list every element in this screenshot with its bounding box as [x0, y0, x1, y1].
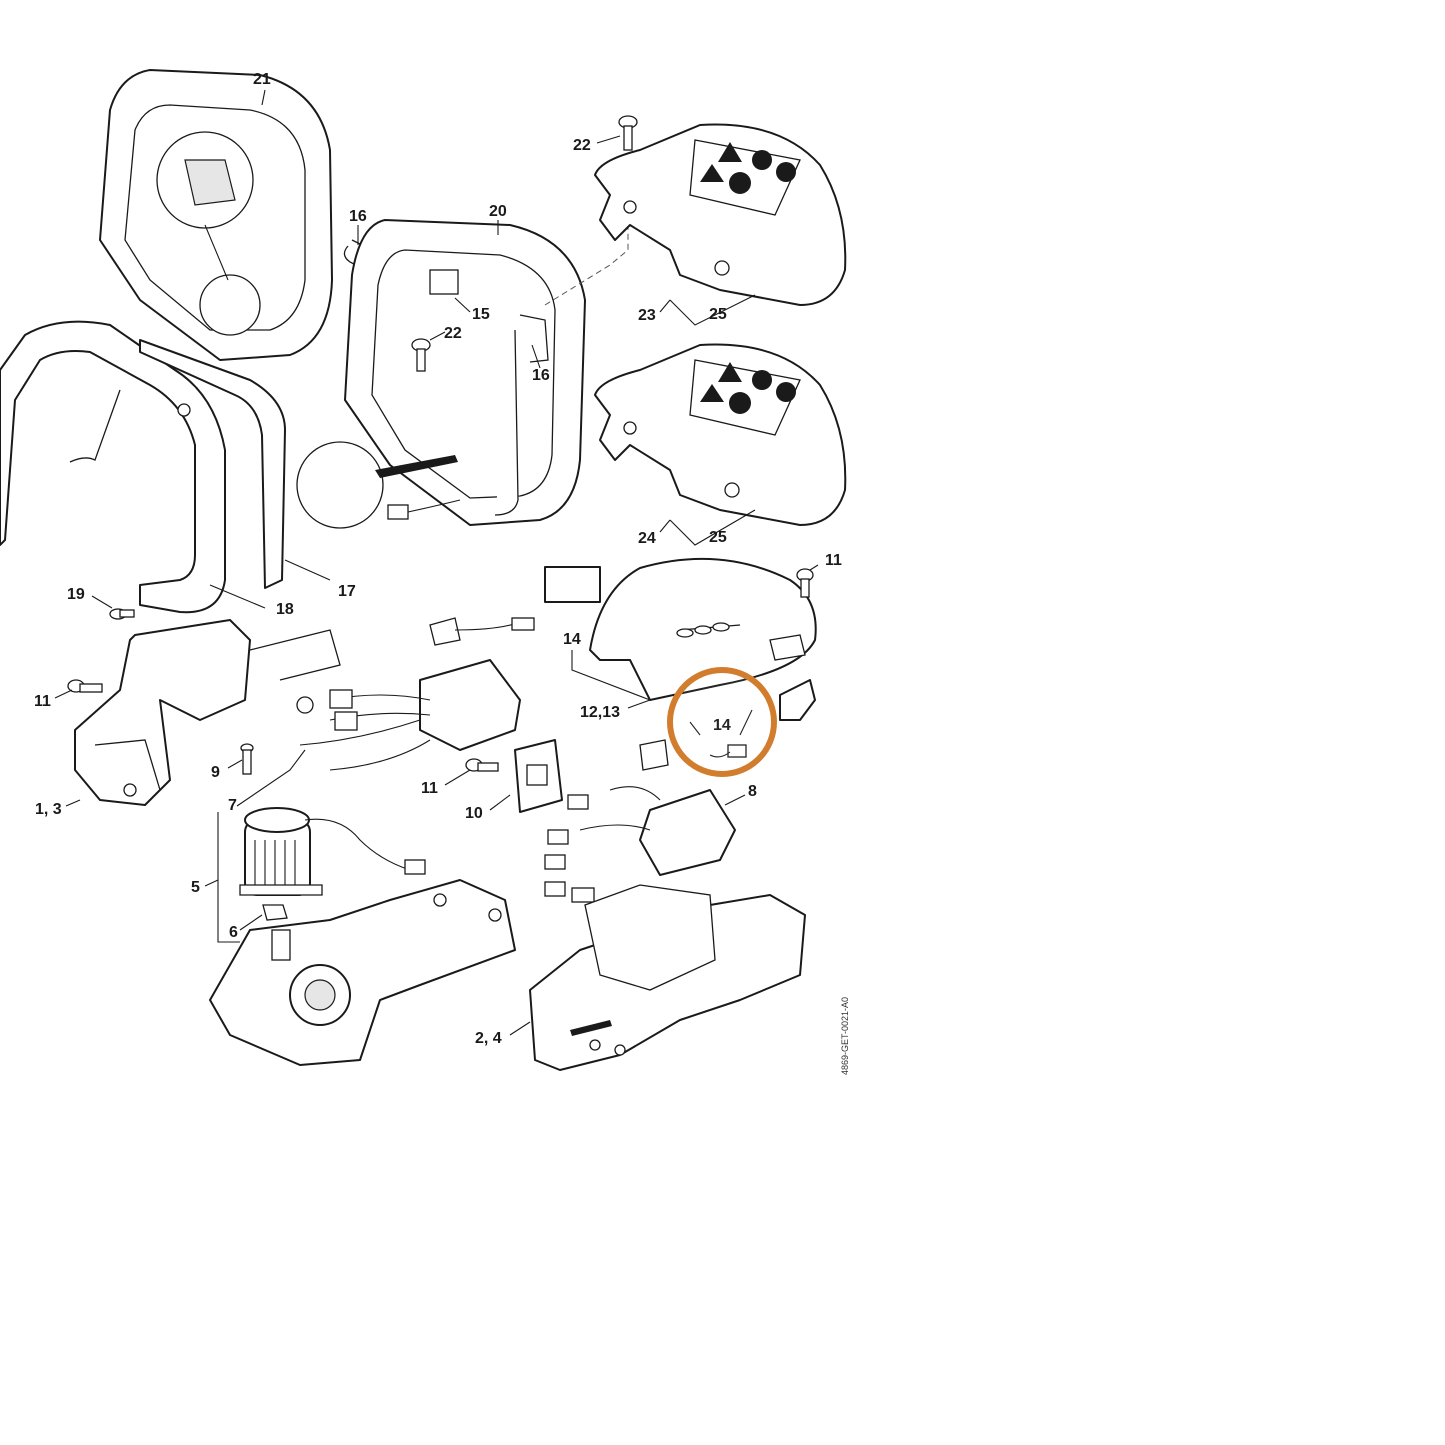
callout-12-13[interactable]: 12,13	[580, 704, 620, 721]
callout-14-top[interactable]: 14	[563, 631, 581, 648]
callout-14-highlight[interactable]: 14	[713, 717, 731, 734]
callout-25-bottom[interactable]: 25	[709, 529, 727, 546]
callout-11-left[interactable]: 11	[34, 693, 51, 710]
callout-18[interactable]: 18	[276, 601, 294, 618]
callout-22-top[interactable]: 22	[573, 137, 591, 154]
cover-part-24[interactable]	[594, 343, 847, 526]
callout-24[interactable]: 24	[638, 530, 656, 547]
callout-9[interactable]: 9	[211, 764, 220, 781]
electronics-module-center[interactable]	[299, 617, 535, 771]
housing-part-2-4[interactable]	[529, 884, 806, 1071]
coupling-part-6[interactable]	[262, 904, 288, 921]
motor-part-5[interactable]	[239, 807, 426, 896]
screw-part-11-center[interactable]	[465, 758, 499, 772]
callout-5[interactable]: 5	[191, 879, 200, 896]
callout-22-mid[interactable]: 22	[444, 325, 462, 342]
callout-6[interactable]: 6	[229, 924, 238, 941]
insert-part-14[interactable]	[709, 679, 816, 758]
upper-housing-shell[interactable]	[589, 557, 817, 701]
gasket-part-17[interactable]	[139, 339, 286, 589]
callout-19[interactable]: 19	[67, 586, 85, 603]
callout-10[interactable]: 10	[465, 805, 483, 822]
housing-part-1-3[interactable]	[74, 619, 341, 806]
screw-part-22-top[interactable]	[618, 115, 638, 151]
callout-7[interactable]: 7	[228, 797, 237, 814]
callout-11-right[interactable]: 11	[825, 552, 842, 569]
callout-16-top[interactable]: 16	[349, 208, 367, 225]
callout-1-3[interactable]: 1, 3	[35, 801, 62, 818]
callout-20[interactable]: 20	[489, 203, 507, 220]
callout-23[interactable]: 23	[638, 307, 656, 324]
callout-25-top[interactable]: 25	[709, 306, 727, 323]
callout-15[interactable]: 15	[472, 306, 490, 323]
cover-part-23[interactable]	[594, 123, 847, 306]
screw-part-11-right[interactable]	[796, 568, 814, 598]
electronics-module-part-8[interactable]	[544, 739, 736, 903]
highlight-circle-14[interactable]	[667, 667, 777, 777]
callout-labels: 21 16 20 22 15 22 16 23 25 24 25 17 18 1…	[34, 71, 842, 1047]
callout-8[interactable]: 8	[748, 783, 757, 800]
screw-part-19[interactable]	[109, 608, 135, 620]
screw-part-11-left[interactable]	[67, 679, 103, 693]
document-id: 4869-GET-0021-A0	[840, 997, 850, 1075]
callout-16-mid[interactable]: 16	[532, 367, 550, 384]
callout-2-4[interactable]: 2, 4	[475, 1030, 502, 1047]
gear-housing-lower[interactable]	[209, 879, 516, 1066]
handle-frame-part-21[interactable]	[99, 69, 333, 361]
leader-lines	[54, 89, 819, 1036]
screw-part-9[interactable]	[240, 743, 254, 775]
circuit-board-part-10[interactable]	[514, 739, 563, 813]
handle-frame-part-20[interactable]	[296, 219, 586, 529]
screw-part-22-mid[interactable]	[411, 338, 431, 372]
callout-21[interactable]: 21	[253, 71, 271, 88]
cap-part-14-block[interactable]	[544, 566, 601, 603]
callout-11-center[interactable]: 11	[421, 780, 438, 797]
bale-handle-part-18[interactable]	[0, 320, 226, 614]
callout-17[interactable]: 17	[338, 583, 356, 600]
